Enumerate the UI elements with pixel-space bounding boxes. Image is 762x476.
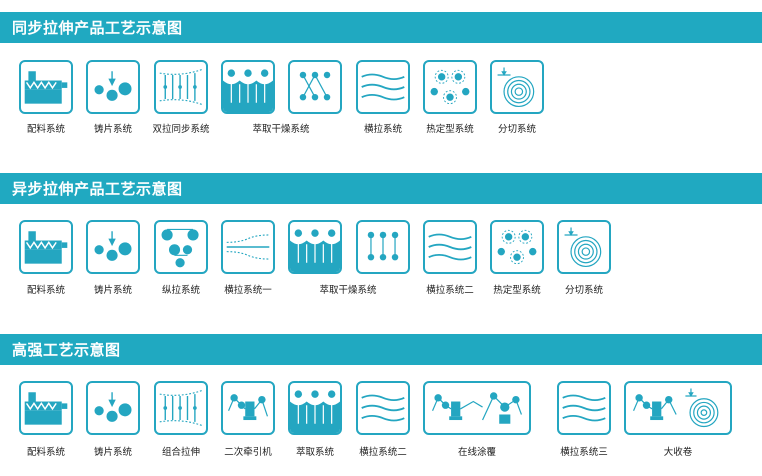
extraction-bath-icon <box>288 220 342 274</box>
casting-rollers-icon <box>86 60 140 114</box>
step-label: 配料系统 <box>26 447 65 458</box>
step-label: 大收卷 <box>663 447 693 458</box>
simultaneous-stretch-icon <box>154 60 208 114</box>
step-label: 热定型系统 <box>493 285 541 296</box>
casting-rollers-icon <box>86 381 140 435</box>
step-label: 双拉同步系统 <box>152 124 210 135</box>
step-label: 横拉系统二 <box>426 285 474 296</box>
combined-stretch-icon <box>154 381 208 435</box>
section-header-async: 异步拉伸产品工艺示意图 <box>0 173 762 204</box>
transverse-stretch-icon <box>557 381 611 435</box>
step-label: 纵拉系统 <box>161 285 200 296</box>
step-label: 横拉系统 <box>363 124 402 135</box>
extraction-bath-icon <box>221 60 275 114</box>
step-label: 萃取系统 <box>295 447 334 458</box>
step-label: 萃取干燥系统 <box>252 124 310 135</box>
heat-setting-icon <box>423 60 477 114</box>
large-winder-icon <box>624 381 732 435</box>
transverse-stretch-icon <box>221 220 275 274</box>
extruder-icon <box>19 381 73 435</box>
section-header-high-strength: 高强工艺示意图 <box>0 334 762 365</box>
step-label: 横拉系统一 <box>224 285 272 296</box>
transverse-dots-icon <box>356 220 410 274</box>
slitting-roll-icon <box>557 220 611 274</box>
extraction-bath-icon <box>288 381 342 435</box>
secondary-traction-icon <box>221 381 275 435</box>
step-label: 横拉系统二 <box>359 447 407 458</box>
transverse-stretch-icon <box>356 381 410 435</box>
step-label: 热定型系统 <box>426 124 474 135</box>
online-coating-icon <box>423 381 531 435</box>
heat-setting-icon <box>490 220 544 274</box>
section-title: 高强工艺示意图 <box>12 341 121 359</box>
extruder-icon <box>19 220 73 274</box>
step-label: 铸片系统 <box>93 124 132 135</box>
section-header-sync: 同步拉伸产品工艺示意图 <box>0 12 762 43</box>
step-label: 横拉系统三 <box>560 447 608 458</box>
step-label: 配料系统 <box>26 124 65 135</box>
casting-rollers-icon <box>86 220 140 274</box>
section-title: 异步拉伸产品工艺示意图 <box>12 180 183 198</box>
step-label: 铸片系统 <box>93 285 132 296</box>
step-label: 萃取干燥系统 <box>319 285 377 296</box>
longitudinal-stretch-icon <box>154 220 208 274</box>
section-title: 同步拉伸产品工艺示意图 <box>12 19 183 37</box>
step-label: 配料系统 <box>26 285 65 296</box>
extruder-icon <box>19 60 73 114</box>
slitting-roll-icon <box>490 60 544 114</box>
step-label: 铸片系统 <box>93 447 132 458</box>
transverse-dots-icon <box>288 60 342 114</box>
step-label: 二次牵引机 <box>224 447 272 458</box>
step-label: 在线涂覆 <box>457 447 496 458</box>
transverse-stretch-icon <box>356 60 410 114</box>
step-label: 分切系统 <box>497 124 536 135</box>
transverse-stretch-icon <box>423 220 477 274</box>
step-label: 分切系统 <box>564 285 603 296</box>
step-label: 组合拉伸 <box>161 447 200 458</box>
